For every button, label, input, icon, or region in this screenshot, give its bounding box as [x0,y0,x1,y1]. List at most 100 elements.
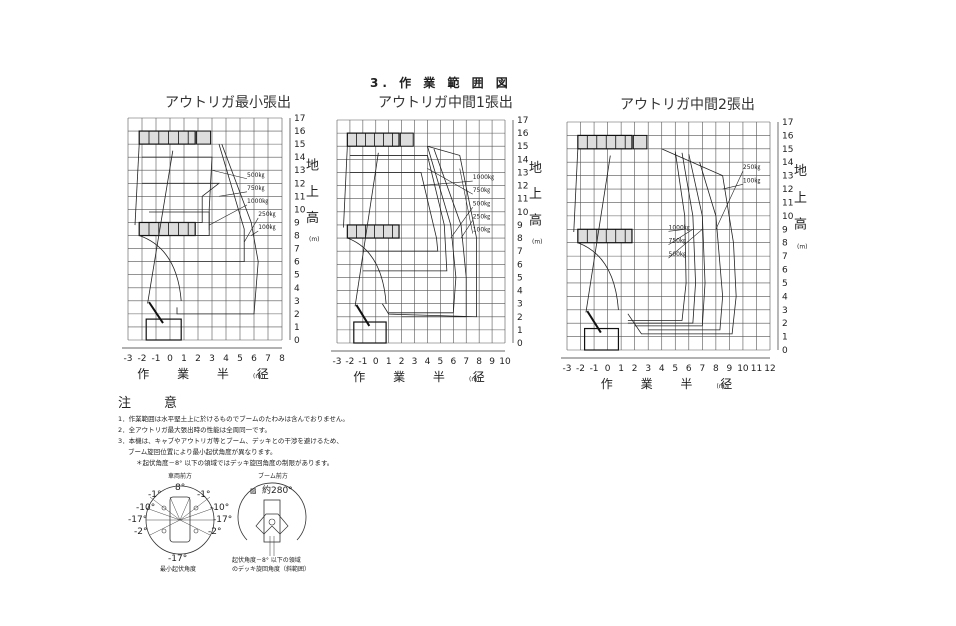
load-label: 250㎏ [473,213,490,221]
y-tick-label: 12 [782,185,793,195]
x-tick-label: 1 [618,364,624,374]
y-tick-label: 14 [782,158,794,168]
document-title: 3. 作 業 範 囲 図 [370,76,512,90]
y-axis-title-char: 上 [794,191,807,206]
load-leader-line [668,228,685,232]
y-tick-label: 6 [782,266,788,276]
angle-right-3: -17° [213,515,232,525]
boom-line [354,152,379,307]
platform-extension [399,132,414,147]
y-tick-label: 5 [294,271,300,281]
y-tick-label: 15 [782,145,793,155]
x-tick-label: 1 [386,357,392,367]
x-tick-label: 5 [672,364,678,374]
notes-heading: 注 意 [118,396,188,411]
x-tick-label: 6 [686,364,692,374]
y-tick-label: 4 [782,292,788,302]
y-tick-label: 7 [517,247,523,257]
boom-line [134,144,140,226]
x-tick-label: 0 [167,354,173,364]
note-1: 1．作業範囲は水平堅土上に於けるものでブームのたわみは含んでおりません。 [118,415,349,423]
boom-swing-curve [347,237,387,304]
load-label: 500㎏ [669,251,686,259]
vehicle-front-label: 車両前方 [168,472,192,480]
angle-right-4: -2° [208,527,221,537]
x-tick-label: 9 [489,357,495,367]
min-angle-caption: 最小起伏角度 [160,565,196,573]
load-label: 100㎏ [258,224,275,232]
y-tick-label: 16 [782,131,794,141]
y-tick-label: 0 [782,346,788,356]
x-axis-title: 作 業 半 径 [601,377,744,391]
y-tick-label: 12 [294,179,305,189]
y-tick-label: 9 [517,221,523,231]
load-leader-line [251,230,259,236]
load-leader-line [420,180,473,186]
x-tick-label: 10 [499,357,511,367]
x-tick-label: 8 [476,357,482,367]
envelope-750kg [142,182,221,223]
y-tick-label: 11 [782,198,793,208]
slew-arc [237,482,307,541]
y-tick-label: 13 [517,168,528,178]
platform-basket [138,221,196,237]
y-tick-label: 9 [294,218,300,228]
y-tick-label: 16 [517,129,529,139]
y-tick-label: 13 [782,172,793,182]
envelope-1000kg [627,151,687,321]
angle-left-3: -17° [128,515,147,525]
x-tick-label: -1 [590,364,599,374]
y-tick-label: 4 [294,284,300,294]
y-tick-label: 11 [517,195,528,205]
truck-outline [583,327,620,351]
y-tick-label: 3 [294,297,300,307]
envelope-1000kg [349,172,439,252]
load-leader-line [715,170,744,230]
y-axis-title-char: 上 [306,185,319,200]
y-axis-title-char: 上 [529,187,542,202]
x-tick-label: 4 [223,354,229,364]
x-axis-unit: (m) [253,373,264,380]
envelope-750kg [349,155,448,272]
load-leader-line [459,168,473,234]
x-axis-title: 作 業 半 径 [353,370,496,384]
slew-caption-2: のデッキ旋回角度（斜範囲） [232,565,310,573]
deck-slew-diagram: ブーム前方 約280° ▨ 起伏角度－8° 以下の領域 のデッキ旋回角度（斜範囲… [232,472,310,573]
min-luffing-angle-diagram: 車両前方 8° -1° -10° -17° -2° -1° -10° -17° … [128,472,232,573]
x-tick-label: 7 [463,357,469,367]
load-label: 1000㎏ [247,198,268,206]
boom-front-label: ブーム前方 [258,472,288,480]
x-tick-label: -3 [124,354,133,364]
angle-circle [145,485,215,555]
y-tick-label: 7 [782,252,788,262]
platform-extension [196,130,212,145]
hatch-symbol-icon: ▨ [250,487,257,495]
y-tick-label: 8 [782,239,788,249]
y-tick-label: 10 [294,205,306,215]
y-tick-label: 2 [782,319,788,329]
y-tick-label: 17 [294,114,305,124]
y-tick-label: 0 [294,336,300,346]
y-axis-title-char: 地 [529,161,542,176]
y-tick-label: 12 [517,182,528,192]
platform-basket [346,132,400,147]
load-label: 750㎏ [473,187,490,195]
y-tick-label: 9 [782,225,788,235]
envelope-100kg [381,145,477,318]
x-tick-label: 5 [438,357,444,367]
y-axis-title-char: 地 [306,159,319,174]
envelope-100kg [176,143,259,315]
y-tick-label: 6 [294,258,300,268]
load-label: 1000㎏ [473,174,494,182]
y-tick-label: 8 [517,234,523,244]
x-tick-label: 7 [699,364,705,374]
boom-swing-curve [139,235,182,301]
x-tick-label: 8 [713,364,719,374]
truck-outline [145,318,182,341]
load-leader-line [668,229,703,259]
x-tick-label: 0 [373,357,379,367]
x-tick-label: 0 [605,364,611,374]
x-tick-label: -2 [138,354,147,364]
